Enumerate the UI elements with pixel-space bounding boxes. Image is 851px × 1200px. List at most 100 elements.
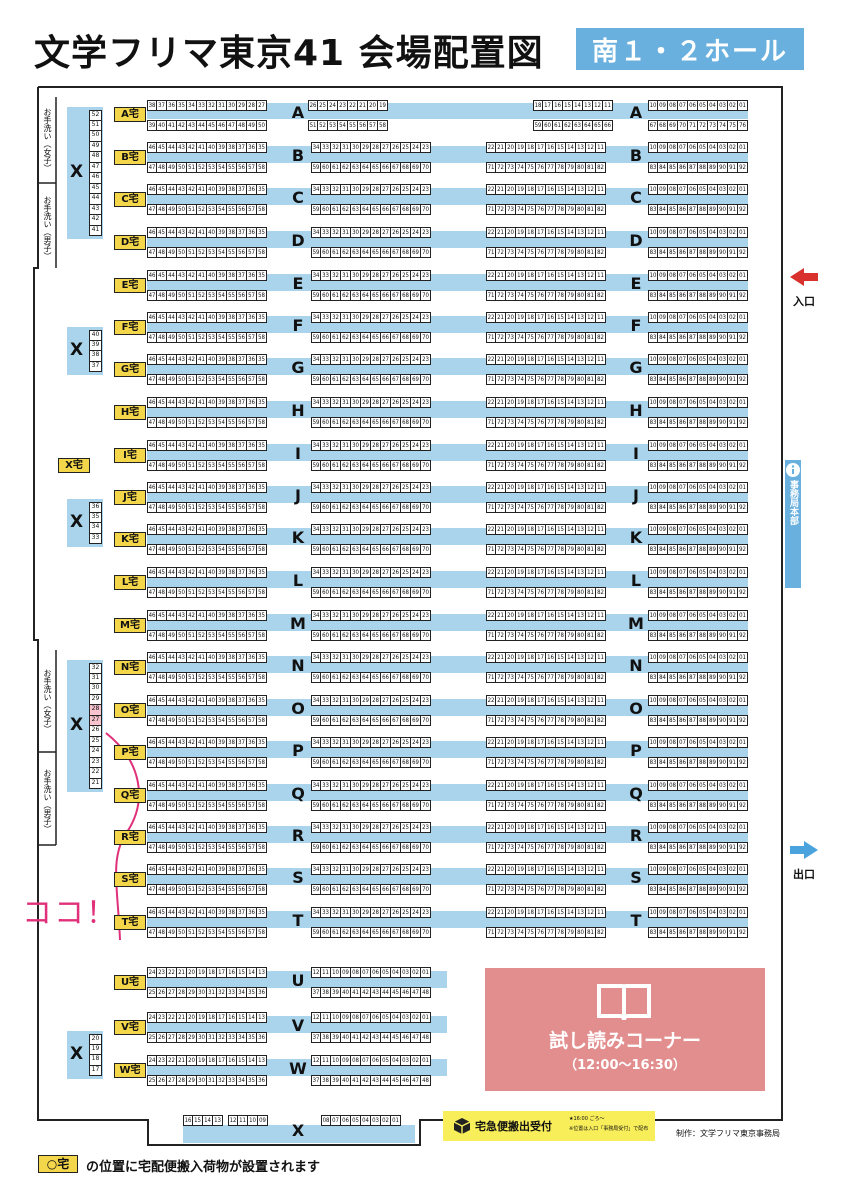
booth-cell[interactable]: 80 (576, 544, 586, 555)
booth-cell[interactable]: 55 (227, 460, 237, 471)
booth-cell[interactable]: 39 (147, 120, 157, 131)
booth-cell[interactable]: 07 (678, 524, 688, 535)
booth-cell[interactable]: 84 (658, 417, 668, 428)
booth-cell[interactable]: 37 (237, 780, 247, 791)
booth-cell[interactable]: 64 (361, 290, 371, 301)
booth-cell[interactable]: 37 (237, 567, 247, 578)
booth-cell[interactable]: 13 (576, 610, 586, 621)
booth-cell[interactable]: 07 (361, 1055, 371, 1066)
booth-cell[interactable]: 86 (678, 757, 688, 768)
booth-cell[interactable]: 02 (728, 780, 738, 791)
booth-cell[interactable]: 84 (658, 757, 668, 768)
booth-cell[interactable]: 21 (496, 567, 506, 578)
booth-cell[interactable]: 53 (207, 715, 217, 726)
booth-cell[interactable]: 01 (738, 695, 748, 706)
booth-cell[interactable]: 58 (257, 715, 267, 726)
booth-cell[interactable]: 02 (728, 227, 738, 238)
booth-cell[interactable]: 12 (228, 1115, 238, 1126)
booth-cell[interactable]: 88 (698, 884, 708, 895)
booth-cell[interactable]: 46 (147, 312, 157, 323)
booth-cell[interactable]: 15 (556, 864, 566, 875)
booth-cell[interactable]: 57 (247, 757, 257, 768)
booth-cell[interactable]: 62 (341, 842, 351, 853)
booth-cell[interactable]: 24 (411, 397, 421, 408)
booth-cell[interactable]: 18 (526, 610, 536, 621)
booth-cell[interactable]: 05 (698, 142, 708, 153)
booth-cell[interactable]: 25 (401, 907, 411, 918)
booth-cell[interactable]: 20 (506, 312, 516, 323)
booth-cell[interactable]: 53 (207, 800, 217, 811)
booth-cell[interactable]: 37 (311, 1032, 321, 1043)
booth-cell[interactable]: 59 (533, 120, 543, 131)
booth-cell[interactable]: 85 (668, 884, 678, 895)
booth-cell[interactable]: 07 (678, 184, 688, 195)
booth-cell[interactable]: 47 (147, 672, 157, 683)
booth-cell[interactable]: 43 (177, 567, 187, 578)
booth-cell[interactable]: 48 (157, 587, 167, 598)
booth-cell[interactable]: 20 (506, 864, 516, 875)
booth-cell[interactable]: 77 (546, 162, 556, 173)
booth-cell[interactable]: 78 (556, 204, 566, 215)
booth-cell[interactable]: 26 (391, 652, 401, 663)
booth-cell[interactable]: 83 (648, 162, 658, 173)
booth-cell[interactable]: 25 (318, 100, 328, 111)
booth-cell[interactable]: 48 (421, 1032, 431, 1043)
booth-cell[interactable]: 25 (147, 1075, 157, 1086)
booth-cell[interactable]: 47 (147, 417, 157, 428)
booth-cell[interactable]: 51 (89, 120, 102, 131)
booth-cell[interactable]: 91 (728, 630, 738, 641)
booth-cell[interactable]: 25 (401, 780, 411, 791)
booth-cell[interactable]: 56 (237, 332, 247, 343)
booth-cell[interactable]: 63 (351, 587, 361, 598)
booth-cell[interactable]: 48 (157, 417, 167, 428)
booth-cell[interactable]: 07 (678, 397, 688, 408)
booth-cell[interactable]: 41 (197, 270, 207, 281)
booth-cell[interactable]: 46 (147, 524, 157, 535)
booth-cell[interactable]: 15 (556, 610, 566, 621)
booth-cell[interactable]: 57 (247, 800, 257, 811)
booth-cell[interactable]: 01 (421, 967, 431, 978)
booth-cell[interactable]: 58 (257, 672, 267, 683)
booth-cell[interactable]: 90 (718, 204, 728, 215)
booth-cell[interactable]: 63 (351, 502, 361, 513)
booth-cell[interactable]: 80 (576, 332, 586, 343)
booth-cell[interactable]: 38 (227, 610, 237, 621)
booth-cell[interactable]: 23 (421, 354, 431, 365)
booth-cell[interactable]: 25 (401, 397, 411, 408)
booth-cell[interactable]: 32 (331, 822, 341, 833)
booth-cell[interactable]: 12 (586, 780, 596, 791)
booth-cell[interactable]: 06 (371, 967, 381, 978)
booth-cell[interactable]: 04 (708, 822, 718, 833)
booth-cell[interactable]: 14 (566, 397, 576, 408)
booth-cell[interactable]: 03 (718, 227, 728, 238)
booth-cell[interactable]: 91 (728, 290, 738, 301)
booth-cell[interactable]: 06 (688, 737, 698, 748)
booth-cell[interactable]: 29 (361, 652, 371, 663)
booth-cell[interactable]: 67 (391, 800, 401, 811)
booth-cell[interactable]: 33 (321, 652, 331, 663)
booth-cell[interactable]: 02 (728, 737, 738, 748)
booth-cell[interactable]: 75 (526, 757, 536, 768)
booth-cell[interactable]: 60 (321, 927, 331, 938)
booth-cell[interactable]: 04 (708, 440, 718, 451)
booth-cell[interactable]: 30 (351, 142, 361, 153)
booth-cell[interactable]: 20 (506, 482, 516, 493)
booth-cell[interactable]: 27 (167, 987, 177, 998)
booth-cell[interactable]: 17 (217, 1055, 227, 1066)
booth-cell[interactable]: 83 (648, 672, 658, 683)
booth-cell[interactable]: 42 (187, 524, 197, 535)
booth-cell[interactable]: 18 (207, 1012, 217, 1023)
booth-cell[interactable]: 03 (718, 482, 728, 493)
booth-cell[interactable]: 42 (187, 907, 197, 918)
booth-cell[interactable]: 80 (576, 247, 586, 258)
booth-cell[interactable]: 63 (351, 927, 361, 938)
booth-cell[interactable]: 82 (596, 290, 606, 301)
booth-cell[interactable]: 55 (227, 374, 237, 385)
booth-cell[interactable]: 69 (411, 290, 421, 301)
booth-cell[interactable]: 92 (738, 842, 748, 853)
booth-cell[interactable]: 68 (401, 417, 411, 428)
booth-cell[interactable]: 68 (401, 842, 411, 853)
booth-cell[interactable]: 46 (147, 270, 157, 281)
booth-cell[interactable]: 60 (321, 247, 331, 258)
booth-cell[interactable]: 70 (421, 927, 431, 938)
